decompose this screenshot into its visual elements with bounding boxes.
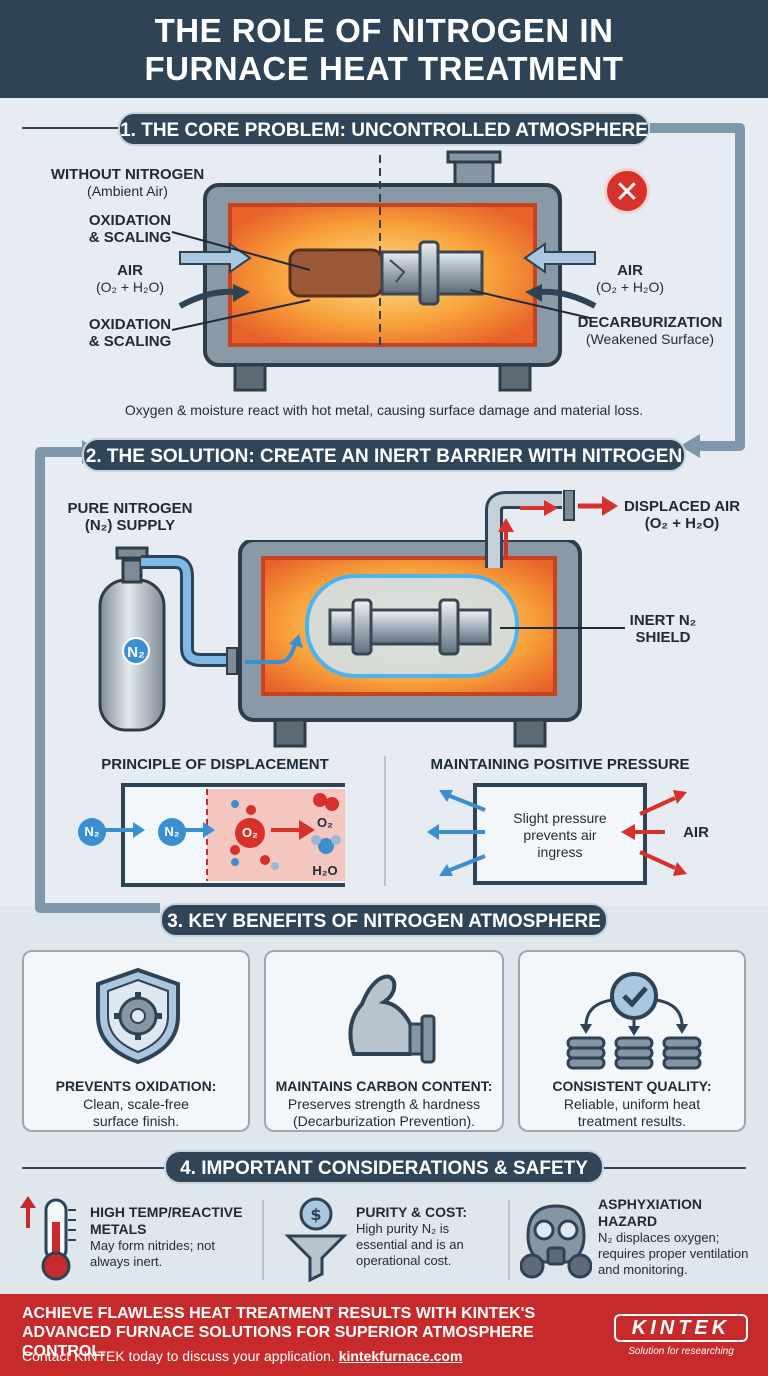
benefit-card-carbon: MAINTAINS CARBON CONTENT: Preserves stre…: [264, 950, 504, 1132]
footer-banner: ACHIEVE FLAWLESS HEAT TREATMENT RESULTS …: [0, 1294, 768, 1376]
website-link[interactable]: kintekfurnace.com: [338, 1348, 463, 1364]
nitrogen-supply-label: PURE NITROGEN (N₂) SUPPLY: [67, 500, 193, 534]
benefit-desc-quality: Reliable, uniform heat treatment results…: [563, 1096, 701, 1129]
section1-heading: 1. THE CORE PROBLEM: UNCONTROLLED ATMOSP…: [118, 112, 650, 146]
muscle-arm-icon: [348, 974, 436, 1064]
cylinder-n2-badge: N₂: [122, 637, 150, 665]
benefit-desc-carbon: Preserves strength & hardness (Decarburi…: [287, 1096, 481, 1129]
air-in-left-arrows: [178, 242, 252, 309]
section4-divider-2: [508, 1200, 510, 1280]
consideration-purity-cost: PURITY & COST: High purity N₂ is essenti…: [356, 1204, 467, 1268]
without-nitrogen-label: WITHOUT NITROGEN (Ambient Air): [50, 166, 205, 199]
benefit-card-oxidation: PREVENTS OXIDATION: Clean, scale-free su…: [22, 950, 250, 1132]
shield-gear-icon: [96, 967, 180, 1065]
thermometer-icon: [20, 1196, 76, 1281]
pressure-text: Slight pressure prevents air ingress: [513, 810, 607, 860]
consideration-high-temp: HIGH TEMP/REACTIVE METALS May form nitri…: [90, 1204, 243, 1269]
displacement-o2-circle: O₂: [235, 818, 265, 848]
gas-mask-icon: [520, 1204, 592, 1279]
displacement-title: PRINCIPLE OF DISPLACEMENT: [101, 756, 329, 773]
decarburization-label: DECARBURIZATION (Weakened Surface): [577, 314, 723, 347]
out-o2-label: O₂: [317, 815, 333, 830]
page-header: THE ROLE OF NITROGEN IN FURNACE HEAT TRE…: [0, 0, 768, 98]
svg-text:$: $: [310, 1205, 321, 1224]
oxidation-label-top: OXIDATION & SCALING: [88, 212, 172, 246]
benefit-card-quality: CONSISTENT QUALITY: Reliable, uniform he…: [518, 950, 746, 1132]
displacement-n2-circle-2: N₂: [158, 818, 186, 846]
benefit-title-quality: CONSISTENT QUALITY:: [552, 1078, 712, 1094]
furnace-without-nitrogen: [203, 150, 562, 392]
molecule-icons: [311, 793, 341, 854]
quality-badge-icon: [566, 972, 702, 1070]
kintek-tagline: Solution for researching: [628, 1346, 734, 1357]
air-right-label: AIR (O₂ + H₂O): [595, 262, 665, 295]
out-h2o-label: H₂O: [312, 863, 338, 878]
section3-heading: 3. KEY BENEFITS OF NITROGEN ATMOSPHERE: [160, 903, 608, 937]
benefit-title-oxidation: PREVENTS OXIDATION:: [55, 1078, 217, 1094]
air-in-right-arrows: [523, 242, 597, 309]
purity-cost-funnel-icon: $: [284, 1197, 348, 1282]
footer-contact: Contact KINTEK today to discuss your app…: [22, 1348, 463, 1364]
pressure-title: MAINTAINING POSITIVE PRESSURE: [430, 756, 690, 773]
displaced-air-label: DISPLACED AIR (O₂ + H₂O): [623, 498, 741, 532]
oxidation-label-bottom: OXIDATION & SCALING: [88, 316, 172, 350]
kintek-logo: KINTEK: [614, 1314, 748, 1342]
pressure-air-label: AIR: [683, 824, 709, 841]
exhaust-displaced-air: [485, 490, 618, 568]
inert-shield-label: INERT N₂ SHIELD: [629, 612, 697, 646]
page-title: THE ROLE OF NITROGEN IN FURNACE HEAT TRE…: [144, 12, 624, 87]
section4-divider-1: [262, 1200, 264, 1280]
error-x-icon: ✕: [604, 168, 650, 214]
benefit-desc-oxidation: Clean, scale-free surface finish.: [83, 1096, 189, 1129]
displacement-n2-circle-1: N₂: [78, 818, 106, 846]
furnace-with-nitrogen: [98, 540, 582, 748]
section1-leader-lines: [171, 231, 591, 331]
benefit-title-carbon: MAINTAINS CARBON CONTENT:: [275, 1078, 493, 1094]
section1-caption: Oxygen & moisture react with hot metal, …: [124, 402, 644, 418]
consideration-asphyxiation: ASPHYXIATION HAZARD N₂ displaces oxygen;…: [598, 1196, 749, 1277]
section2-heading: 2. THE SOLUTION: CREATE AN INERT BARRIER…: [82, 438, 686, 472]
footer-headline: ACHIEVE FLAWLESS HEAT TREATMENT RESULTS …: [22, 1305, 536, 1360]
shield-leader-line: [500, 627, 625, 629]
air-left-label: AIR (O₂ + H₂O): [95, 262, 165, 295]
section2-divider: [384, 756, 386, 886]
positive-pressure-diagram: [427, 783, 687, 885]
section4-heading: 4. IMPORTANT CONSIDERATIONS & SAFETY: [164, 1150, 604, 1184]
